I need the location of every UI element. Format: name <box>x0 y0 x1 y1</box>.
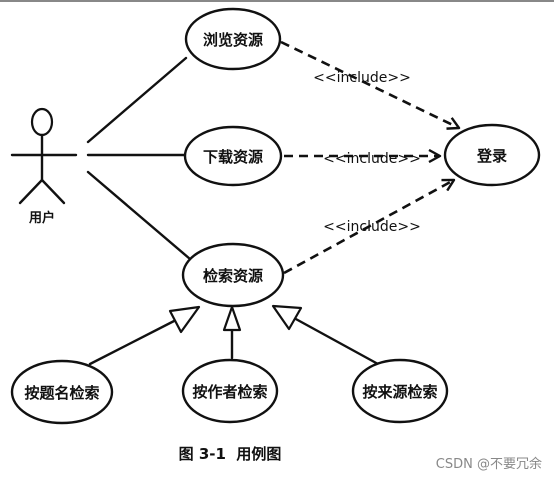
figure-caption: 图 3-1 用例图 <box>179 445 282 463</box>
csdn-watermark: CSDN @不要冗余 <box>436 456 542 472</box>
actor-label: 用户 <box>28 210 55 226</box>
use-case-browse-label: 浏览资源 <box>203 31 263 49</box>
use-case-by-source <box>351 358 449 424</box>
stereotype-include-browse: <<include>> <box>313 70 411 86</box>
actor-user-figure <box>10 107 78 205</box>
use-case-login <box>443 123 541 187</box>
include-line-browse <box>280 40 459 128</box>
association-browse <box>86 56 188 144</box>
use-case-by-title <box>10 359 114 425</box>
association-search <box>86 170 192 261</box>
use-case-by-title-label: 按题名检索 <box>24 384 99 402</box>
generalization-arrow-author <box>222 305 242 332</box>
use-case-download <box>183 125 283 187</box>
use-case-search-label: 检索资源 <box>203 267 263 285</box>
stereotype-include-search: <<include>> <box>323 219 421 235</box>
use-case-by-source-label: 按来源检索 <box>362 383 437 401</box>
use-case-by-author <box>181 358 279 424</box>
use-case-browse <box>184 7 282 71</box>
generalization-line-source <box>292 316 380 366</box>
use-case-search <box>181 242 285 308</box>
actor-right-leg <box>40 178 66 205</box>
generalization-line-title <box>88 318 178 366</box>
use-case-by-author-label: 按作者检索 <box>192 383 267 401</box>
stereotype-include-download: <<include>> <box>323 151 421 167</box>
generalization-arrow-source <box>271 304 303 331</box>
use-case-login-label: 登录 <box>476 147 507 165</box>
actor-left-leg <box>18 178 44 205</box>
generalization-arrow-title <box>168 305 201 334</box>
actor-head <box>30 107 54 137</box>
include-line-search <box>283 180 454 275</box>
use-case-download-label: 下载资源 <box>203 148 263 166</box>
